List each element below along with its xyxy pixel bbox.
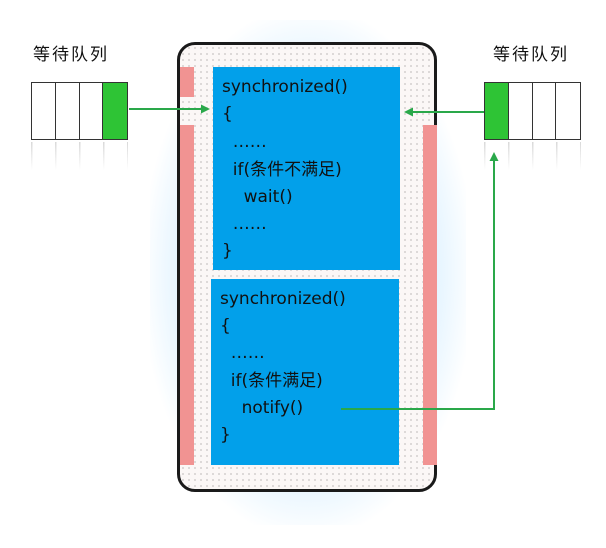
right-queue-label: 等待队列	[493, 45, 569, 65]
queue-cell	[556, 83, 580, 139]
return-arrow-head	[404, 107, 413, 117]
code-line: synchronized()	[222, 77, 348, 97]
code-line: wait()	[222, 187, 293, 207]
left-queue-reflection	[31, 142, 128, 170]
queue-cell	[508, 83, 533, 139]
left-side-bar	[180, 67, 194, 97]
right-side-bar	[423, 125, 437, 465]
queue-cell	[79, 83, 104, 139]
notify-arrow-line	[341, 160, 495, 410]
queue-cell	[103, 83, 127, 139]
code-line: ……	[222, 214, 267, 234]
code-line: if(条件不满足)	[222, 160, 342, 180]
notify-arrow-head	[489, 152, 499, 161]
code-line: if(条件满足)	[220, 371, 323, 391]
queue-cell	[32, 83, 56, 139]
queue-cell	[55, 83, 80, 139]
right-wait-queue	[484, 82, 581, 140]
enter-arrow-head	[201, 104, 210, 114]
code-line: }	[222, 241, 233, 261]
left-side-bar	[180, 125, 194, 465]
code-line: notify()	[220, 398, 304, 418]
right-queue-reflection	[484, 142, 581, 170]
queue-cell	[485, 83, 509, 139]
left-queue-label: 等待队列	[33, 45, 109, 65]
code-line: {	[222, 104, 233, 124]
code-line: {	[220, 316, 231, 336]
code-line: ……	[220, 343, 265, 363]
queue-cell	[532, 83, 557, 139]
code-line: ……	[222, 132, 267, 152]
code-line: synchronized()	[220, 289, 346, 309]
code-line: }	[220, 425, 231, 445]
wait-code-block: synchronized() { …… if(条件不满足) wait() …… …	[213, 67, 400, 270]
left-wait-queue	[31, 82, 128, 140]
notify-code-block: synchronized() { …… if(条件满足) notify() }	[211, 279, 399, 465]
